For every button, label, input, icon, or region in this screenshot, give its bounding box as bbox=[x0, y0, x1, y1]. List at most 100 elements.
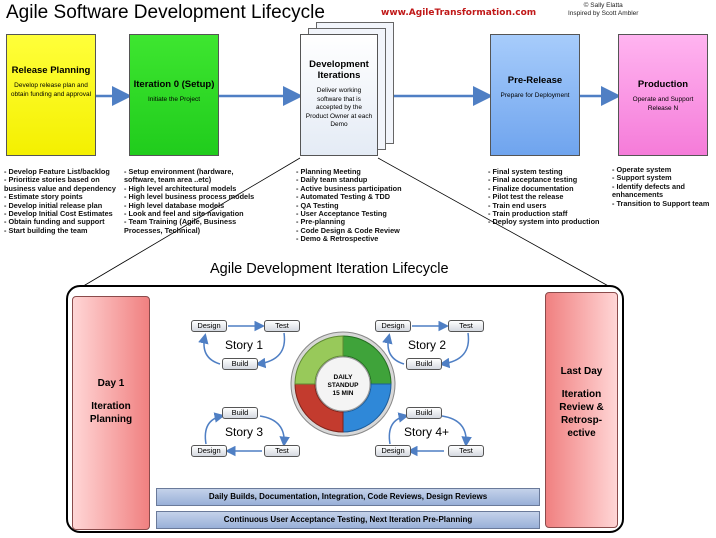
list-item: Operate system bbox=[612, 165, 714, 174]
list-item: QA Testing bbox=[296, 201, 446, 210]
list-item: Train production staff bbox=[488, 209, 618, 218]
list-item: Finalize documentation bbox=[488, 184, 618, 193]
phase-desc: Deliver working software that is accepte… bbox=[305, 87, 373, 128]
list-item: Develop Initial Cost Estimates bbox=[4, 209, 122, 218]
s3-test-pill: Test bbox=[264, 445, 300, 457]
list-item: Final acceptance testing bbox=[488, 175, 618, 184]
continuous-activities-bar: Daily Builds, Documentation, Integration… bbox=[156, 488, 540, 506]
phase-title: Iteration 0 (Setup) bbox=[133, 79, 215, 90]
phase-production: Production Operate and Support Release N bbox=[618, 34, 708, 156]
phase-release-planning: Release Planning Develop release plan an… bbox=[6, 34, 96, 156]
s1-arrow-b bbox=[255, 332, 286, 369]
list-item: Planning Meeting bbox=[296, 167, 446, 176]
list-item: Pre-planning bbox=[296, 218, 446, 227]
s2-test-pill: Test bbox=[448, 320, 484, 332]
s3-arrow-a bbox=[259, 415, 290, 447]
s1-build-pill: Build bbox=[222, 358, 258, 370]
standup-line-2: STANDUP bbox=[327, 382, 359, 389]
day1-line-1: Day 1 bbox=[97, 378, 125, 389]
list-item: Final system testing bbox=[488, 167, 618, 176]
standup-line-1: DAILY bbox=[333, 374, 353, 381]
copyright-text: © Sally Elatta bbox=[583, 2, 623, 9]
s1-design-pill: Design bbox=[191, 320, 227, 332]
list-item: Deploy system into production bbox=[488, 218, 618, 227]
phase-pre-release: Pre-Release Prepare for Deployment bbox=[490, 34, 580, 156]
list-item: Automated Testing & TDD bbox=[296, 192, 446, 201]
list-item: Demo & Retrospective bbox=[296, 234, 446, 243]
list-item: Daily team standup bbox=[296, 175, 446, 184]
lastday-line-3: Review & bbox=[559, 402, 604, 413]
story-3-label: Story 3 bbox=[225, 425, 264, 439]
last-day-panel: Last Day Iteration Review & Retrosp- ect… bbox=[545, 292, 618, 528]
lastday-line-4: Retrosp- bbox=[560, 415, 603, 426]
daily-standup-cycle bbox=[290, 331, 396, 437]
list-item: Active business participation bbox=[296, 184, 446, 193]
list-development: Planning Meeting Daily team standup Acti… bbox=[296, 167, 446, 244]
phase-development-iterations: Development Iterations Deliver working s… bbox=[300, 34, 378, 156]
phase-desc: Develop release plan and obtain funding … bbox=[10, 82, 92, 98]
credit: © Sally Elatta Inspired by Scott Ambler bbox=[568, 2, 638, 18]
s2-arrow-c bbox=[382, 333, 405, 365]
iteration-title: Agile Development Iteration Lifecycle bbox=[210, 261, 449, 277]
s1-arrow-c bbox=[198, 333, 221, 365]
list-item: Identify defects and enhancements bbox=[612, 182, 714, 200]
list-item: Estimate story points bbox=[4, 192, 122, 201]
standup-line-3: 15 MIN bbox=[332, 390, 354, 397]
phase-title: Production bbox=[637, 79, 689, 90]
list-pre-release: Final system testing Final acceptance te… bbox=[488, 167, 618, 227]
lastday-line-2: Iteration bbox=[561, 389, 602, 400]
list-item: User Acceptance Testing bbox=[296, 209, 446, 218]
inspired-text: Inspired by Scott Ambler bbox=[568, 10, 639, 17]
list-item: Team Training (Agile, Business Processes… bbox=[124, 218, 264, 235]
s4-test-pill: Test bbox=[448, 445, 484, 457]
site-url[interactable]: www.AgileTransformation.com bbox=[381, 8, 537, 18]
list-item: Code Design & Code Review bbox=[296, 226, 446, 235]
phase-desc: Initiate the Project bbox=[147, 96, 201, 103]
lastday-line-5: ective bbox=[567, 428, 596, 439]
list-item: High level architectural models bbox=[124, 184, 264, 193]
list-item: High level business process models bbox=[124, 192, 264, 201]
list-item: High level database models bbox=[124, 201, 264, 210]
list-item: Pilot test the release bbox=[488, 192, 618, 201]
phase-title: Pre-Release bbox=[507, 75, 563, 86]
day-1-panel: Day 1 Iteration Planning bbox=[72, 296, 150, 530]
list-item: Prioritize stories based on business val… bbox=[4, 176, 122, 193]
story-2-label: Story 2 bbox=[408, 338, 447, 352]
s2-arrow-b bbox=[439, 332, 470, 369]
list-release-planning: Develop Feature List/backlog Prioritize … bbox=[4, 167, 122, 235]
day1-line-2: Iteration bbox=[91, 401, 131, 412]
continuous-testing-bar: Continuous User Acceptance Testing, Next… bbox=[156, 511, 540, 529]
s2-design-pill: Design bbox=[375, 320, 411, 332]
list-iteration-0: Setup environment (hardware, software, t… bbox=[124, 167, 264, 235]
s2-build-pill: Build bbox=[406, 358, 442, 370]
list-item: Train end users bbox=[488, 201, 618, 210]
list-item: Obtain funding and support bbox=[4, 218, 122, 227]
phase-desc: Prepare for Deployment bbox=[500, 92, 570, 99]
daily-standup-label: DAILY STANDUP 15 MIN bbox=[320, 374, 366, 398]
s3-design-pill: Design bbox=[191, 445, 227, 457]
list-item: Setup environment (hardware, software, t… bbox=[124, 167, 264, 185]
phase-desc: Operate and Support Release N bbox=[632, 96, 694, 112]
phase-title: Release Planning bbox=[11, 65, 91, 76]
list-item: Develop initial release plan bbox=[4, 201, 122, 210]
lastday-line-1: Last Day bbox=[560, 366, 603, 377]
story-4-label: Story 4+ bbox=[404, 425, 450, 439]
s3-build-pill: Build bbox=[222, 407, 258, 419]
list-item: Look and feel and site navigation bbox=[124, 209, 264, 218]
s3-arrow-c bbox=[204, 412, 225, 445]
phase-title: Development Iterations bbox=[309, 59, 369, 81]
list-item: Start building the team bbox=[4, 226, 122, 235]
list-production: Operate system Support system Identify d… bbox=[612, 165, 714, 208]
s4-build-pill: Build bbox=[406, 407, 442, 419]
s4-design-pill: Design bbox=[375, 445, 411, 457]
s1-test-pill: Test bbox=[264, 320, 300, 332]
story-1-label: Story 1 bbox=[225, 338, 264, 352]
page-title: Agile Software Development Lifecycle bbox=[6, 2, 325, 23]
list-item: Transition to Support team bbox=[612, 199, 714, 208]
day1-line-3: Planning bbox=[89, 414, 133, 425]
list-item: Develop Feature List/backlog bbox=[4, 167, 122, 176]
phase-iteration-0: Iteration 0 (Setup) Initiate the Project bbox=[129, 34, 219, 156]
s4-arrow-c bbox=[388, 412, 409, 445]
list-item: Support system bbox=[612, 173, 714, 182]
